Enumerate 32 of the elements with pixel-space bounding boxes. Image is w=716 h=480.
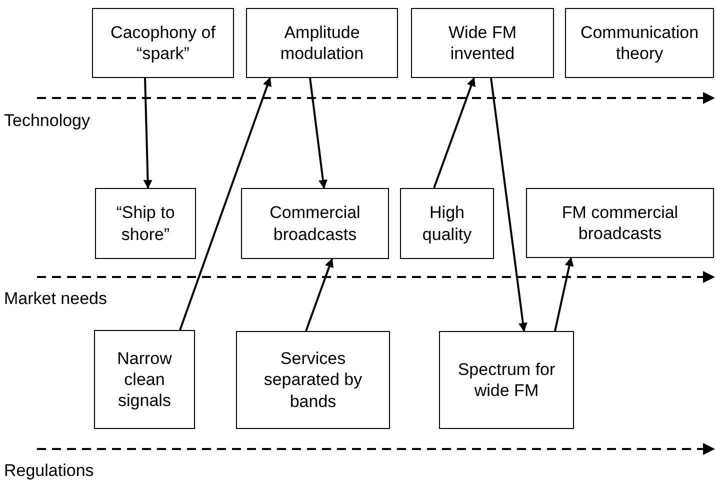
- box-text: Commercial broadcasts: [268, 202, 362, 245]
- box-text: Spectrum for wide FM: [456, 358, 556, 402]
- arrow: [179, 77, 272, 330]
- text-box: [411, 8, 554, 78]
- box-text: Amplitude modulation: [279, 22, 365, 64]
- text-box: [246, 8, 398, 78]
- text-box: [94, 330, 195, 429]
- arrow: [305, 258, 334, 332]
- box-text: Cacophony of “spark”: [110, 22, 216, 64]
- text-box: [439, 331, 574, 429]
- text-box: [565, 8, 714, 78]
- box-text: FM commercial broadcasts: [560, 202, 680, 244]
- text-box: [526, 188, 714, 258]
- arrow: [309, 78, 328, 189]
- row-label: Technology: [4, 110, 90, 132]
- box-text: “Ship to shore”: [115, 202, 176, 245]
- arrow: [433, 77, 476, 188]
- text-box: [92, 8, 234, 78]
- box-text: Narrow clean signals: [116, 348, 173, 412]
- box-text: Services separated by bands: [262, 348, 364, 412]
- text-box: [241, 188, 389, 259]
- box-text: Wide FM invented: [448, 22, 518, 64]
- arrow: [490, 78, 528, 332]
- box-text: Communication theory: [579, 22, 700, 64]
- row-label: Regulations: [4, 460, 94, 480]
- text-box: [95, 188, 196, 259]
- arrow: [554, 257, 574, 332]
- box-text: High quality: [421, 202, 473, 245]
- row-label: Market needs: [4, 288, 107, 310]
- arrow: [143, 78, 152, 189]
- text-box: [236, 331, 390, 429]
- text-box: [400, 188, 494, 259]
